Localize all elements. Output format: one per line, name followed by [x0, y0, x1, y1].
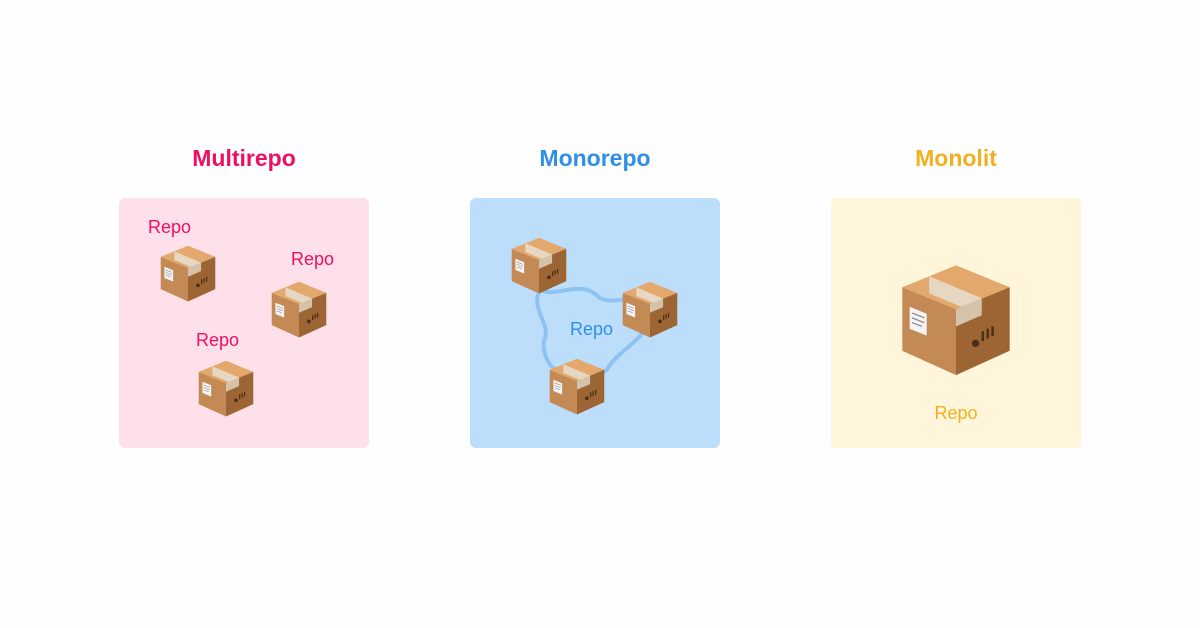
package-box-icon — [157, 242, 219, 304]
multirepo-repo-label-2: Repo — [291, 249, 335, 269]
monorepo-title: Monorepo — [539, 145, 651, 171]
multirepo-repo-label-1: Repo — [148, 217, 192, 237]
monorepo-repo-label: Repo — [570, 319, 614, 339]
monorepo-panel: Repo — [470, 198, 720, 448]
package-box-icon — [508, 234, 570, 296]
monolit-panel: Repo — [831, 198, 1081, 448]
package-box-icon — [546, 355, 608, 417]
package-box-icon — [619, 278, 681, 340]
monolit-title: Monolit — [915, 145, 997, 171]
multirepo-title: Multirepo — [192, 145, 296, 171]
monolit-repo-label: Repo — [934, 403, 978, 423]
multirepo-repo-label-3: Repo — [196, 330, 240, 350]
multirepo-panel: Repo Repo Repo — [119, 198, 369, 448]
package-box-icon — [195, 357, 257, 419]
package-box-icon — [268, 278, 330, 340]
package-box-icon — [895, 258, 1017, 380]
monorepo-boundary — [535, 286, 651, 375]
